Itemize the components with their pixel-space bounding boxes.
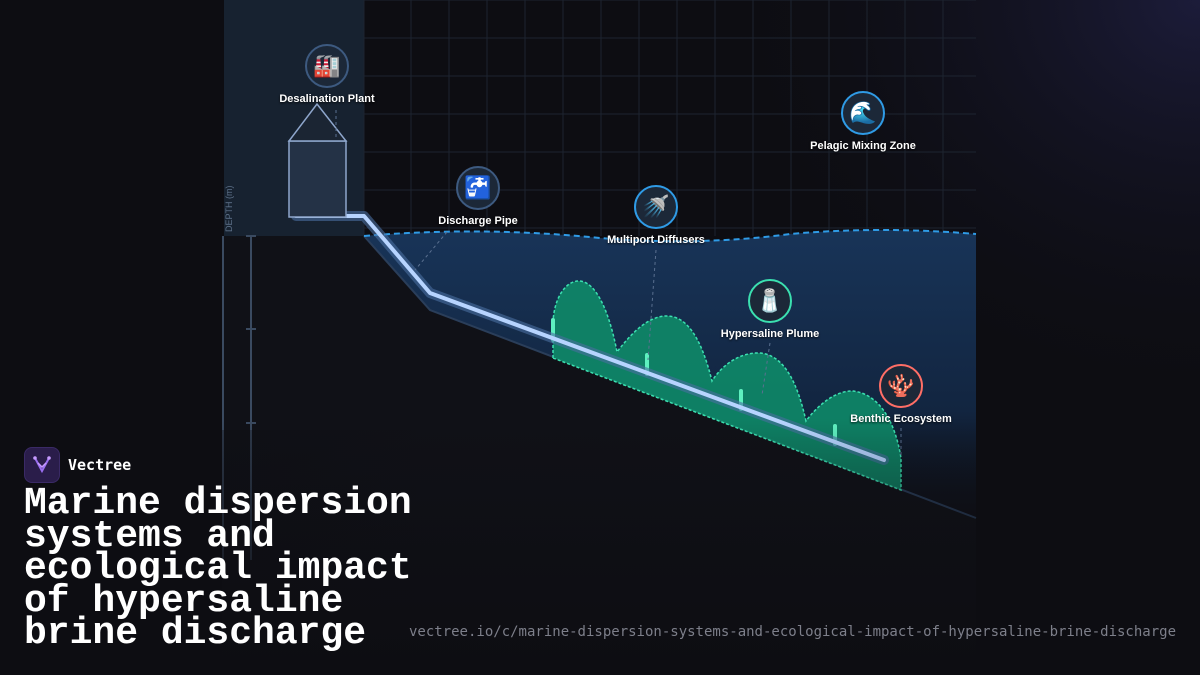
benthic-ecosystem-label: Benthic Ecosystem xyxy=(850,413,952,425)
wave-icon: 🌊 xyxy=(841,91,885,135)
hypersaline-plume-label: Hypersaline Plume xyxy=(720,328,820,340)
faucet-icon: 🚰 xyxy=(456,166,500,210)
plant-building xyxy=(287,102,348,218)
pelagic-mixing-zone-label: Pelagic Mixing Zone xyxy=(810,140,916,152)
waterline xyxy=(363,229,977,243)
multiport-diffusers-label: Multiport Diffusers xyxy=(607,234,705,246)
vectree-logo-icon xyxy=(24,447,60,483)
desalination-plant-label: Desalination Plant xyxy=(279,93,375,105)
depth-axis-label: DEPTH (m) xyxy=(224,185,234,233)
shower-icon: 🚿 xyxy=(634,185,678,229)
discharge-pipe-label: Discharge Pipe xyxy=(438,215,518,227)
brand-name: Vectree xyxy=(68,456,132,474)
brand: Vectree xyxy=(24,447,131,483)
page-title: Marine dispersion systems and ecological… xyxy=(24,482,412,655)
salt-icon: 🧂 xyxy=(748,279,792,323)
left-fade xyxy=(0,430,430,675)
coral-icon: 🪸 xyxy=(879,364,923,408)
page-url[interactable]: vectree.io/c/marine-dispersion-systems-a… xyxy=(408,624,1176,640)
factory-icon: 🏭 xyxy=(305,44,349,88)
